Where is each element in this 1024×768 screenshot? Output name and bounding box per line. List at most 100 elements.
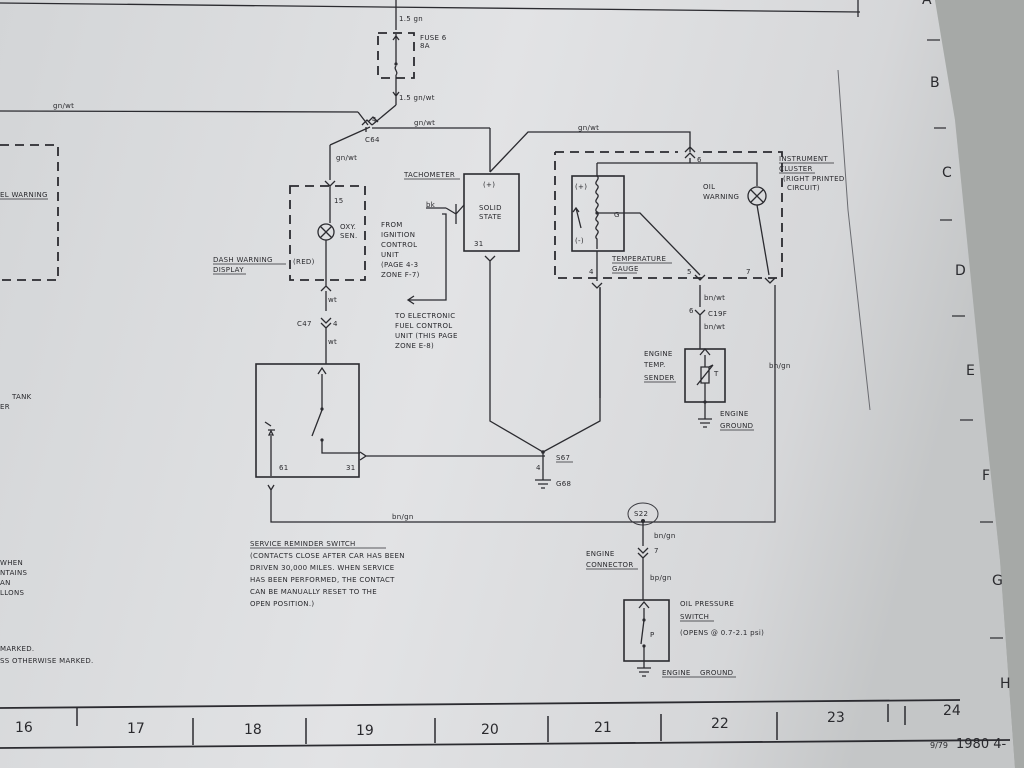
engine-connector-label-1: ENGINE [586,550,615,558]
to-note-1: TO ELECTRONIC [394,312,455,320]
ets-t: T [713,370,719,378]
right-zone-ticks [927,39,1003,639]
tg-plus: (+) [575,183,587,191]
from-note-5: (PAGE 4-3 [381,261,418,269]
tach-solid: SOLID [479,204,502,212]
from-note-6: ZONE F-7) [381,271,420,279]
zone-label-16: 16 [15,720,33,736]
srs-note-3: HAS BEEN PERFORMED, THE CONTACT [250,576,395,584]
tach-pin-31: 31 [474,240,484,248]
zone-label-22: 22 [711,716,729,732]
g68-label: G68 [556,480,571,488]
from-note-4: UNIT [381,251,399,259]
background-beyond-page [935,0,1024,768]
srs-note-4: CAN BE MANUALLY RESET TO THE [250,588,377,596]
wire-label-gn-wt-left: gn/wt [53,102,74,110]
wire-label-bk: bk [426,201,436,209]
ic-label-4: CIRCUIT) [787,184,820,192]
tachometer [406,173,601,453]
wire-label-gn-wt-vertical: gn/wt [336,154,357,162]
red-label: (RED) [293,258,315,266]
c64-pin-4: 4 [372,116,377,124]
ets-label-3: SENDER [644,374,675,382]
tg-minus: (-) [575,237,584,245]
wire-label-1-5-gn: 1.5 gn [399,15,423,23]
fuse-amp-label: 8A [420,42,430,50]
left-partial-box [0,144,59,281]
oil-warning-label-1: OIL [703,183,715,191]
srs-note-1: (CONTACTS CLOSE AFTER CAR HAS BEEN [250,552,405,560]
zone-label-24: 24 [943,703,961,719]
left-note-3: AN [0,579,11,587]
zone-letter-d: D [955,263,966,279]
zone-label-17: 17 [127,721,145,737]
oxy-sen-label-1: OXY. [340,223,356,231]
to-note-4: ZONE E-8) [395,342,434,350]
zone-letter-g: G [992,573,1003,589]
zone-label-18: 18 [244,722,262,738]
zone-label-23: 23 [827,710,845,726]
dash-warning-display [289,180,366,364]
instrument-cluster [489,131,783,398]
zone-letter-f: F [982,468,990,484]
c19f-label: C19F [708,310,727,318]
ets-label-2: TEMP. [643,361,666,369]
srs-note-5: OPEN POSITION.) [250,600,314,608]
from-note-2: IGNITION [381,231,415,239]
srs-note-2: DRIVEN 30,000 MILES. WHEN SERVICE [250,564,395,572]
engine-ground-label-bottom: ENGINE [662,669,691,677]
to-note-2: FUEL CONTROL [395,322,452,330]
wire-label-bn-gn-right: bn/gn [769,362,791,370]
ic-pin-7: 7 [746,268,751,276]
ic-pin-6: 6 [697,156,702,164]
oxy-sen-label-2: SEN. [340,232,358,240]
oil-pressure-switch [623,599,670,677]
wire-label-bn-gn-s22: bn/gn [654,532,676,540]
ic-label-2: CLUSTER [779,165,813,173]
s22-label: S22 [634,510,648,518]
zone-letter-b: B [930,75,940,91]
zone-label-19: 19 [356,723,374,739]
tg-label-1: TEMPERATURE [611,255,666,263]
wire-label-wt-1: wt [328,296,337,304]
zone-label-21: 21 [594,720,612,736]
zone-letter-c: C [942,165,952,181]
tg-label-2: GAUGE [612,265,639,273]
tach-state: STATE [479,213,502,221]
left-note-6: SS OTHERWISE MARKED. [0,657,94,665]
engine-ground-label-1: ENGINE [720,410,749,418]
left-note-2: NTAINS [0,569,28,577]
zone-letter-a: A [922,0,932,8]
tach-plus: (+) [483,181,495,189]
footer-date: 9/79 [930,741,948,750]
el-warning-label: EL WARNING [0,191,48,199]
tank-label: TANK [11,393,32,401]
engine-temp-sender [684,347,726,428]
wire-label-bn-wt-1: bn/wt [704,294,725,302]
from-note-3: CONTROL [381,241,417,249]
switch-pin-61: 61 [279,464,289,472]
wire-label-gn-wt-top: gn/wt [578,124,599,132]
wire-label-gn-wt-c64: gn/wt [414,119,435,127]
wire-label-bn-gn-bottom: bn/gn [392,513,414,521]
engine-ground-label-2: GROUND [720,422,753,430]
service-reminder-switch [255,285,776,523]
srs-title: SERVICE REMINDER SWITCH [250,540,356,548]
c19f-pin-6: 6 [689,307,694,315]
fuse-6 [377,0,415,105]
to-note-3: UNIT (THIS PAGE [395,332,458,340]
engine-connector-label-2: CONNECTOR [586,561,634,569]
dash-warning-label: DASH WARNING [213,256,273,264]
wire-label-wt-2: wt [328,338,337,346]
connector-c64 [0,104,491,180]
splice-s22 [627,502,659,600]
oil-pressure-label-2: SWITCH [680,613,709,621]
zone-letter-h: H [1000,676,1011,692]
wire-label-bp-gn: bp/gn [650,574,672,582]
c47-pin-4: 4 [333,320,338,328]
zone-label-20: 20 [481,722,499,738]
ic-label-1: INSTRUMENT [779,155,828,163]
c47-label: C47 [297,320,312,328]
